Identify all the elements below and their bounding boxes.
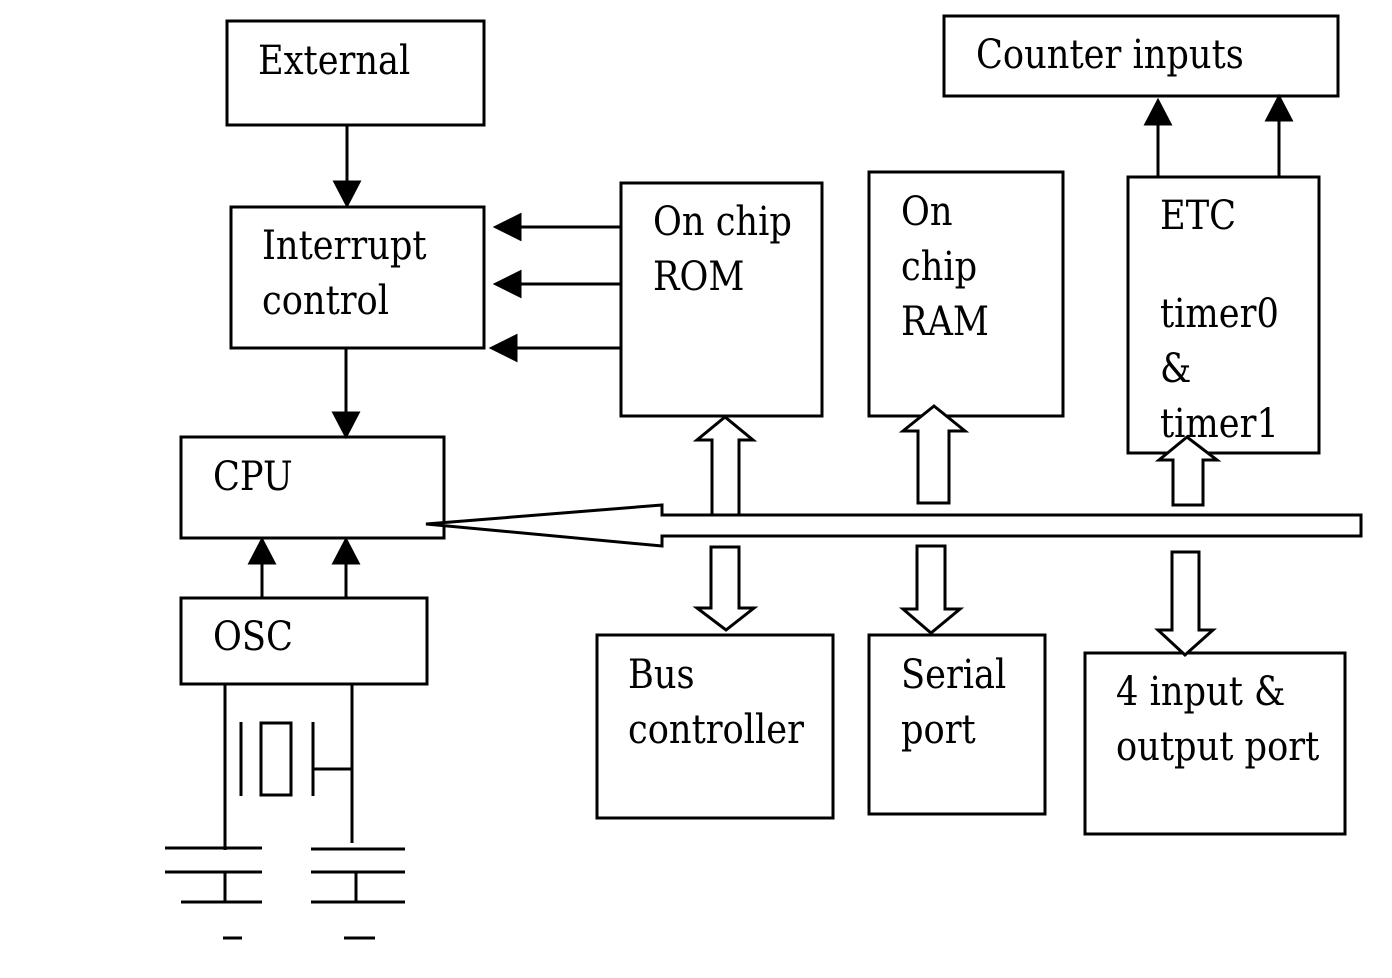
interrupt-control-label: Interrupt control bbox=[262, 223, 427, 324]
bus-to-rom-hollow-arrow bbox=[692, 415, 758, 517]
bus-to-io-hollow-arrow bbox=[1154, 550, 1217, 658]
on-chip-rom-box bbox=[619, 181, 824, 418]
on-chip-ram-box bbox=[867, 170, 1065, 418]
serial-port-label: Serial port bbox=[901, 652, 1007, 753]
bus-to-serial-hollow-arrow bbox=[898, 544, 965, 635]
bus-to-ram-hollow-arrow bbox=[898, 404, 970, 505]
crystal-circuit bbox=[165, 683, 405, 940]
etc-box bbox=[1126, 175, 1321, 455]
osc-label: OSC bbox=[213, 614, 293, 660]
etc-label: ETC timer0 & timer1 bbox=[1160, 193, 1279, 447]
cpu-box bbox=[179, 435, 446, 540]
counter-inputs-label: Counter inputs bbox=[976, 32, 1244, 78]
serial-port-box bbox=[867, 633, 1047, 816]
internal-bus-arrow bbox=[425, 503, 1363, 548]
bus-to-bus-controller-hollow-arrow bbox=[692, 545, 759, 632]
osc-box bbox=[179, 596, 429, 686]
counter-inputs-box bbox=[942, 14, 1340, 98]
cpu-label: CPU bbox=[213, 454, 293, 500]
bus-to-etc-hollow-arrow bbox=[1154, 435, 1222, 507]
bus-controller-label: Bus controller bbox=[628, 652, 804, 753]
io-port-box bbox=[1083, 651, 1347, 836]
bus-controller-box bbox=[595, 633, 835, 820]
external-box bbox=[225, 19, 486, 127]
external-label: External bbox=[258, 38, 411, 84]
on-chip-rom-label: On chip ROM bbox=[653, 199, 792, 300]
interrupt-control-box bbox=[229, 205, 486, 350]
on-chip-ram-label: On chip RAM bbox=[901, 189, 989, 345]
io-port-label: 4 input & output port bbox=[1116, 669, 1320, 770]
